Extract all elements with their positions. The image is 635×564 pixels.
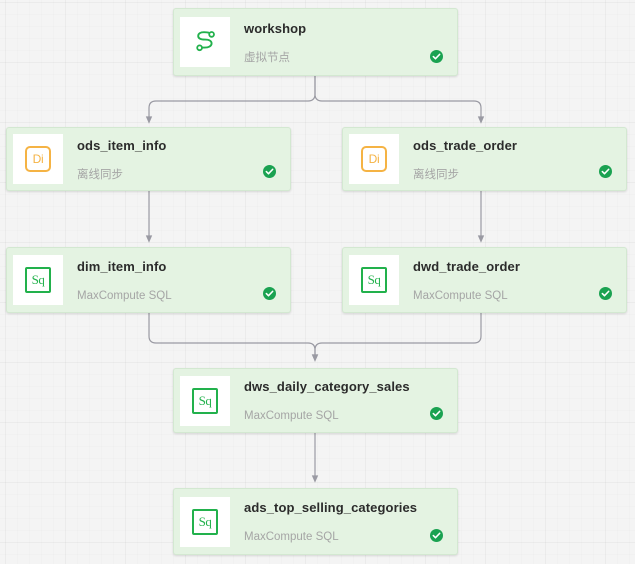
- node-subtitle: MaxCompute SQL: [244, 410, 339, 422]
- node-ads_top_selling_categories[interactable]: Sq ads_top_selling_categories MaxCompute…: [173, 488, 458, 555]
- node-text-block: ods_item_info 离线同步: [63, 128, 290, 190]
- node-icon-panel: Sq: [349, 255, 399, 305]
- node-ods_trade_order[interactable]: Di ods_trade_order 离线同步: [342, 127, 627, 191]
- node-subtitle: MaxCompute SQL: [244, 531, 339, 543]
- status-badge-success[interactable]: [430, 407, 443, 420]
- node-subtitle: MaxCompute SQL: [413, 289, 508, 302]
- node-icon-panel: Di: [13, 134, 63, 184]
- sql-node-icon: Sq: [361, 267, 387, 293]
- data-integration-icon: Di: [25, 146, 51, 172]
- node-dws_daily_category_sales[interactable]: Sq dws_daily_category_sales MaxCompute S…: [173, 368, 458, 433]
- node-workshop[interactable]: workshop 虚拟节点: [173, 8, 458, 76]
- status-badge-success[interactable]: [599, 287, 612, 300]
- node-icon-panel: Di: [349, 134, 399, 184]
- node-title: ods_item_info: [77, 137, 167, 153]
- edge-workshop-to-ods_item_info: [145, 76, 316, 124]
- node-title: dws_daily_category_sales: [244, 379, 410, 394]
- node-subtitle: 离线同步: [77, 168, 123, 181]
- edge-dim_item_info-to-dws_daily_category_sales: [148, 313, 319, 362]
- node-text-block: dwd_trade_order MaxCompute SQL: [399, 248, 626, 312]
- status-badge-success[interactable]: [263, 287, 276, 300]
- node-title: workshop: [244, 20, 307, 36]
- node-subtitle: 离线同步: [413, 168, 459, 181]
- node-title: ads_top_selling_categories: [244, 500, 418, 515]
- edge-dwd_trade_order-to-dws_daily_category_sales: [311, 313, 482, 362]
- node-text-block: workshop 虚拟节点: [230, 9, 457, 75]
- status-badge-success[interactable]: [430, 50, 443, 63]
- node-dwd_trade_order[interactable]: Sq dwd_trade_order MaxCompute SQL: [342, 247, 627, 313]
- node-dim_item_info[interactable]: Sq dim_item_info MaxCompute SQL: [6, 247, 291, 313]
- sql-node-icon: Sq: [192, 508, 218, 535]
- node-text-block: dws_daily_category_sales MaxCompute SQL: [230, 369, 457, 432]
- node-title: dim_item_info: [77, 258, 167, 274]
- node-text-block: ads_top_selling_categories MaxCompute SQ…: [230, 489, 457, 554]
- edge-workshop-to-ods_trade_order: [314, 76, 485, 124]
- node-icon-panel: Sq: [13, 255, 63, 305]
- node-icon-panel: [180, 17, 230, 67]
- node-icon-panel: Sq: [180, 375, 230, 426]
- data-integration-icon: Di: [361, 146, 387, 172]
- node-text-block: ods_trade_order 离线同步: [399, 128, 626, 190]
- sql-node-icon: Sq: [192, 387, 218, 414]
- node-ods_item_info[interactable]: Di ods_item_info 离线同步: [6, 127, 291, 191]
- node-subtitle: MaxCompute SQL: [77, 289, 172, 302]
- status-badge-success[interactable]: [263, 165, 276, 178]
- node-icon-panel: Sq: [180, 496, 230, 547]
- sql-node-icon: Sq: [25, 267, 51, 293]
- node-title: ods_trade_order: [413, 137, 518, 153]
- status-badge-success[interactable]: [599, 165, 612, 178]
- node-subtitle: 虚拟节点: [244, 51, 290, 64]
- status-badge-success[interactable]: [430, 529, 443, 542]
- node-text-block: dim_item_info MaxCompute SQL: [63, 248, 290, 312]
- node-title: dwd_trade_order: [413, 258, 520, 274]
- virtual-node-icon: [196, 31, 215, 52]
